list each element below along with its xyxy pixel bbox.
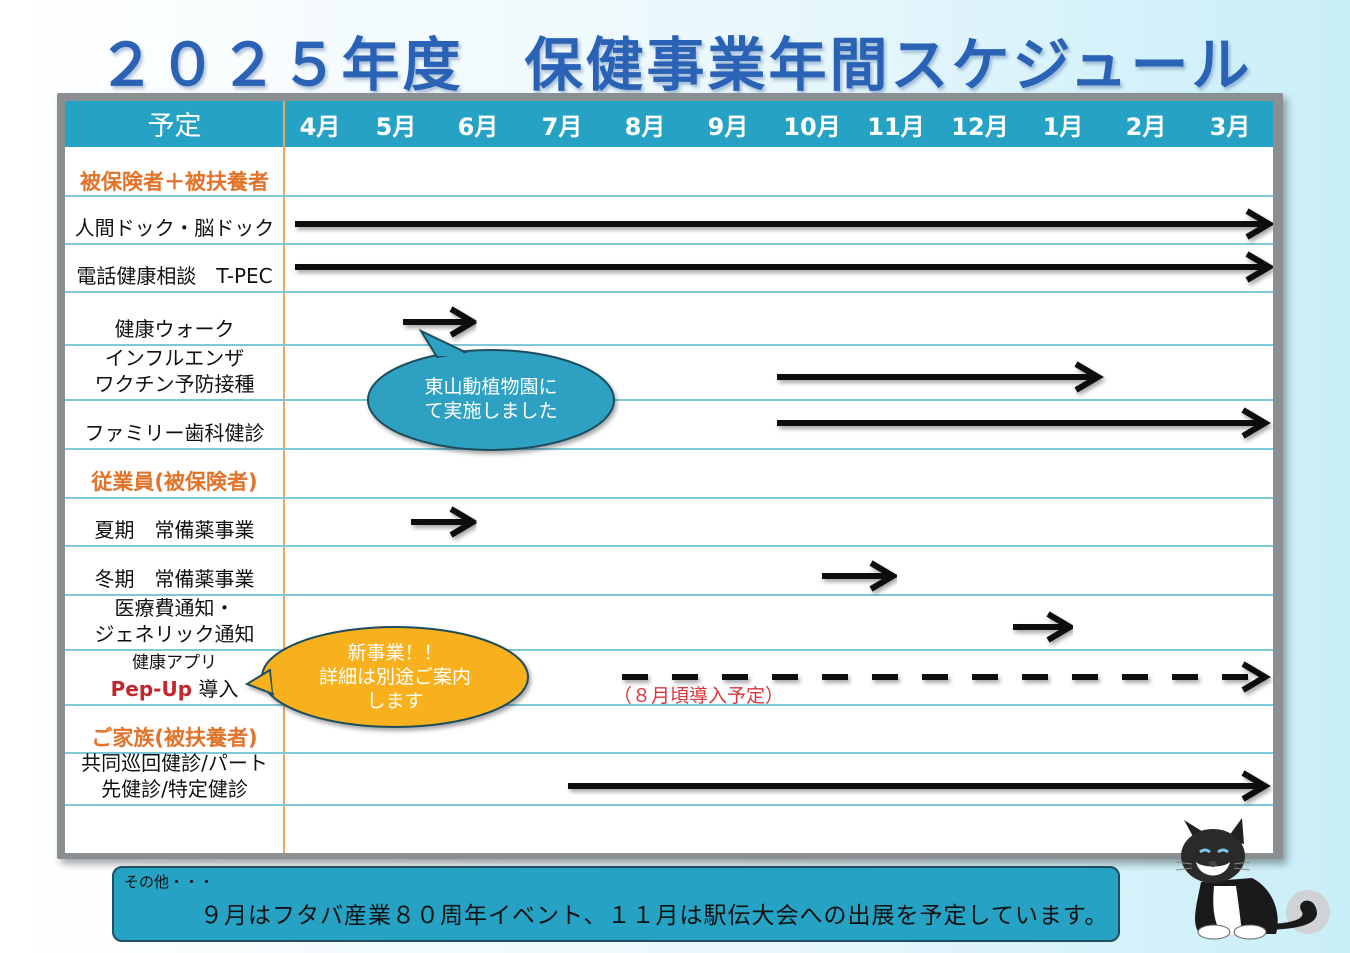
cat-mascot-icon [1175, 818, 1330, 940]
arrow-head [869, 560, 899, 592]
row-label-app-line: Pep-Up 導入 [111, 676, 239, 702]
row-label-summer-med: 夏期 常備薬事業 [65, 497, 284, 543]
row-label-text: ワクチン予防接種 [94, 372, 255, 396]
category-label-text: 被保険者＋被扶養者 [80, 170, 269, 194]
schedule-arrow-dock [295, 208, 1273, 240]
row-label-text: 健康アプリ [132, 653, 217, 673]
month-header: 3月 [1209, 113, 1251, 141]
schedule-arrow-flu [777, 361, 1104, 393]
month-header: 2月 [1125, 113, 1167, 141]
row-label-text: 健康ウォーク [114, 317, 235, 341]
row-divider [65, 344, 1273, 346]
month-header: 8月 [624, 113, 666, 141]
arrow-head [1241, 770, 1271, 802]
row-label-checkup: 共同巡回健診/パート 先健診/特定健診 [65, 751, 284, 802]
row-label-text: ジェネリック通知 [94, 622, 255, 646]
month-header: 9月 [707, 113, 749, 141]
row-divider [65, 545, 1273, 547]
row-label-text: 電話健康相談 T-PEC [76, 264, 273, 288]
new-callout-text: 新事業！！ 詳細は別途ご案内 します [262, 641, 528, 713]
schedule-arrow-dental [777, 407, 1271, 439]
row-label-text: ファミリー歯科健診 [84, 421, 265, 445]
schedule-arrow-walk [403, 306, 479, 338]
callout-line: 詳細は別途ご案内 [318, 666, 471, 688]
other-notes-text: ９月はフタバ産業８０周年イベント、１１月は駅伝大会への出展を予定しています。 [200, 903, 1109, 929]
row-divider [65, 752, 1273, 754]
row-divider [65, 497, 1273, 499]
row-label-flu: インフルエンザ ワクチン予防接種 [65, 344, 284, 397]
row-divider [65, 195, 1273, 197]
month-header: 4月 [299, 113, 341, 141]
arrow-head [1074, 361, 1104, 393]
schedule-arrow-winter-med [822, 560, 899, 592]
row-divider [65, 399, 1273, 401]
app-name: Pep-Up [110, 677, 193, 701]
schedule-arrow-app [622, 661, 1271, 693]
month-header: 10月 [783, 113, 841, 141]
app-intro-note: （８月頃導入予定） [613, 685, 785, 707]
row-divider [65, 649, 1273, 651]
row-label-text: 夏期 常備薬事業 [94, 518, 255, 542]
category-label: ご家族(被扶養者) [65, 704, 284, 751]
schedule-arrow-notice [1013, 611, 1076, 643]
category-label-text: 従業員(被保険者) [91, 470, 258, 494]
schedule-arrows [244, 208, 1273, 802]
arrow-head [449, 506, 479, 538]
row-label-walk: 健康ウォーク [65, 291, 284, 342]
other-notes-heading: その他・・・ [124, 873, 215, 891]
arrow-head [1046, 611, 1076, 643]
row-label-dock: 人間ドック・脳ドック [65, 195, 284, 241]
row-label-tpec: 電話健康相談 T-PEC [65, 243, 284, 289]
row-label-dental: ファミリー歯科健診 [65, 399, 284, 446]
category-label: 従業員(被保険者) [65, 448, 284, 495]
callout-line: します [366, 690, 424, 712]
row-label-text: 先健診/特定健診 [101, 777, 248, 801]
month-header: 6月 [457, 113, 499, 141]
row-divider [65, 243, 1273, 245]
label-column-header: 予定 [147, 111, 202, 142]
month-header: 12月 [951, 113, 1009, 141]
row-label-text: 冬期 常備薬事業 [94, 567, 255, 591]
walk-callout [367, 328, 615, 451]
schedule-arrow-checkup [568, 770, 1271, 802]
arrow-head [1241, 661, 1271, 693]
row-label-text: 導入 [192, 677, 239, 701]
row-label-notice: 医療費通知・ ジェネリック通知 [65, 594, 284, 647]
header-bar: 予定 4月 5月 6月 7月 8月 9月 10月 11月 12月 1月 2月 3… [65, 101, 1273, 147]
arrow-head [449, 306, 479, 338]
schedule-table: 予定 4月 5月 6月 7月 8月 9月 10月 11月 12月 1月 2月 3… [65, 101, 1273, 853]
walk-callout-text: 東山動植物園に て実施しました [368, 375, 614, 423]
row-divider [65, 594, 1273, 596]
category-label-text: ご家族(被扶養者) [91, 726, 258, 750]
month-header: 5月 [375, 113, 417, 141]
row-label-text: インフルエンザ [104, 346, 245, 370]
row-label-app: 健康アプリ Pep-Up 導入 [65, 649, 284, 702]
row-divider [65, 291, 1273, 293]
month-header: 7月 [541, 113, 583, 141]
label-column-divider [283, 101, 285, 853]
page-title: ２０２５年度 保健事業年間スケジュール [97, 31, 1253, 99]
row-label-text: 人間ドック・脳ドック [74, 216, 275, 240]
callout-line: 東山動植物園に [424, 376, 558, 398]
arrow-head [1245, 251, 1273, 283]
category-label: 被保険者＋被扶養者 [65, 147, 284, 195]
month-header: 1月 [1042, 113, 1084, 141]
new-callout [244, 626, 529, 728]
row-label-winter-med: 冬期 常備薬事業 [65, 545, 284, 592]
callout-line: 新事業！！ [347, 642, 443, 664]
row-divider [65, 804, 1273, 806]
row-divider [65, 704, 1273, 706]
callout-line: て実施しました [424, 400, 558, 422]
month-header: 11月 [867, 113, 925, 141]
row-label-text: 共同巡回健診/パート [81, 751, 268, 775]
schedule-arrow-summer-med [411, 506, 479, 538]
row-divider [65, 448, 1273, 450]
arrow-head [1245, 208, 1273, 240]
schedule-arrow-tpec [295, 251, 1273, 283]
arrow-head [1241, 407, 1271, 439]
other-notes-box: その他・・・ ９月はフタバ産業８０周年イベント、１１月は駅伝大会への出展を予定し… [112, 866, 1120, 942]
row-label-text: 医療費通知・ [114, 596, 235, 620]
